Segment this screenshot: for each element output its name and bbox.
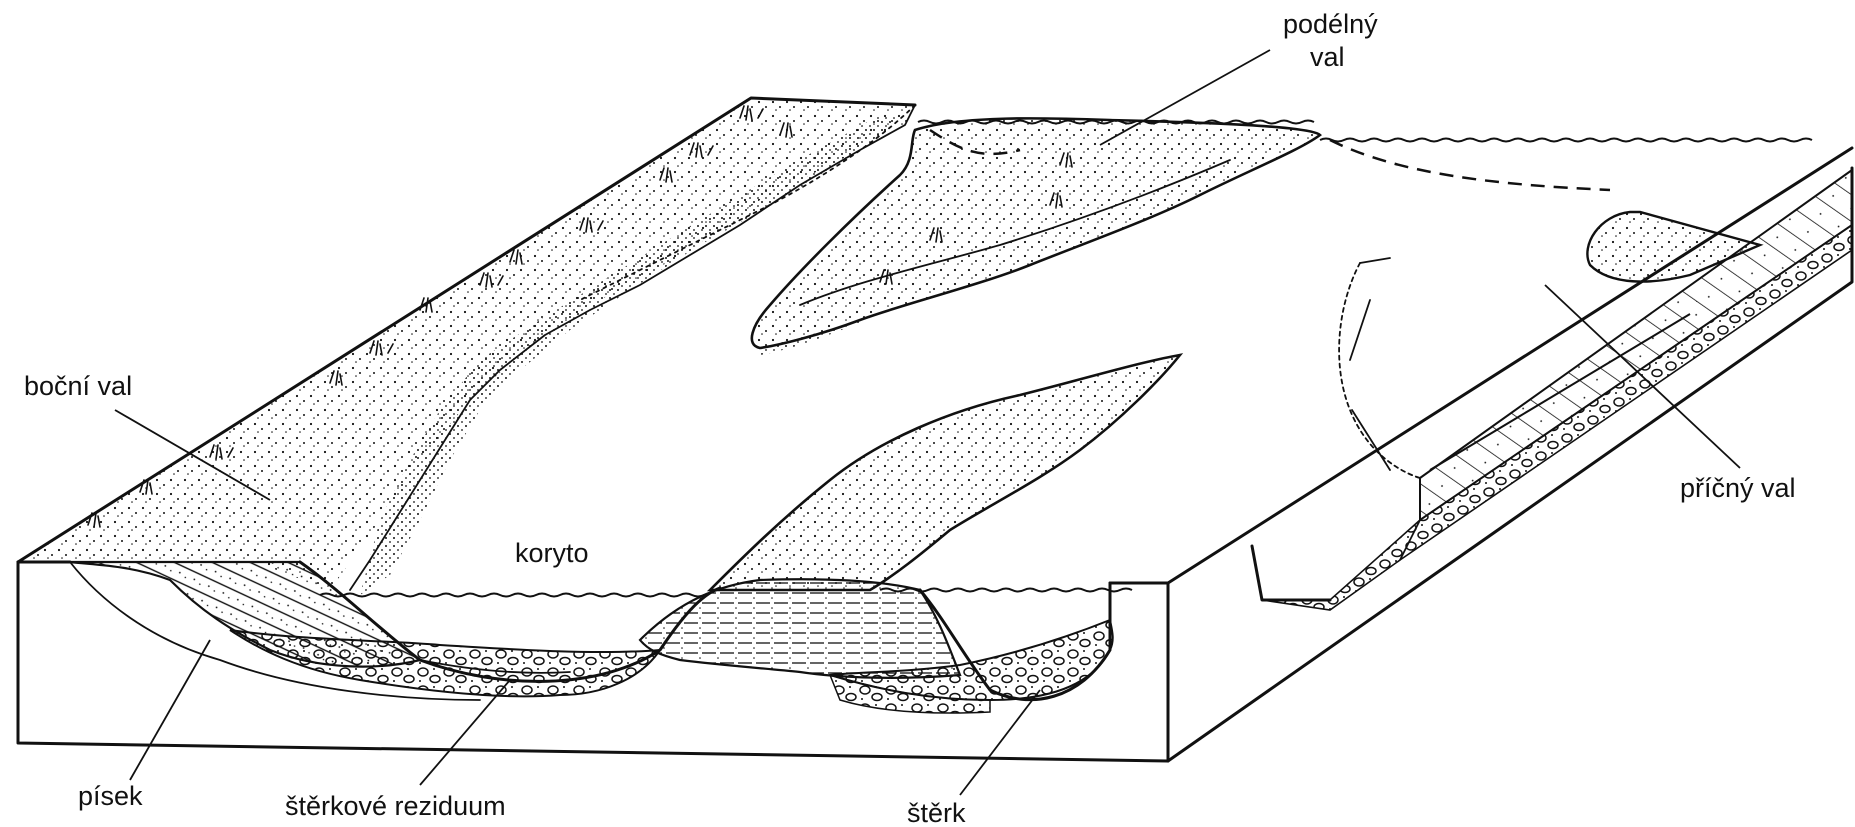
svg-text:štěrkové reziduum: štěrkové reziduum [285,791,506,821]
svg-text:koryto: koryto [515,538,589,568]
cross-section [70,562,1113,713]
svg-text:boční val: boční val [24,371,132,401]
transverse-bar [1262,170,1852,610]
label-channel: koryto [515,538,589,568]
svg-text:podélný: podélný [1283,9,1378,39]
svg-text:štěrk: štěrk [907,798,966,827]
svg-text:písek: písek [78,781,143,811]
svg-text:val: val [1310,42,1345,72]
label-sand: písek [78,640,210,811]
mid-channel-bar [710,355,1180,590]
svg-text:příčný val: příčný val [1680,473,1796,503]
